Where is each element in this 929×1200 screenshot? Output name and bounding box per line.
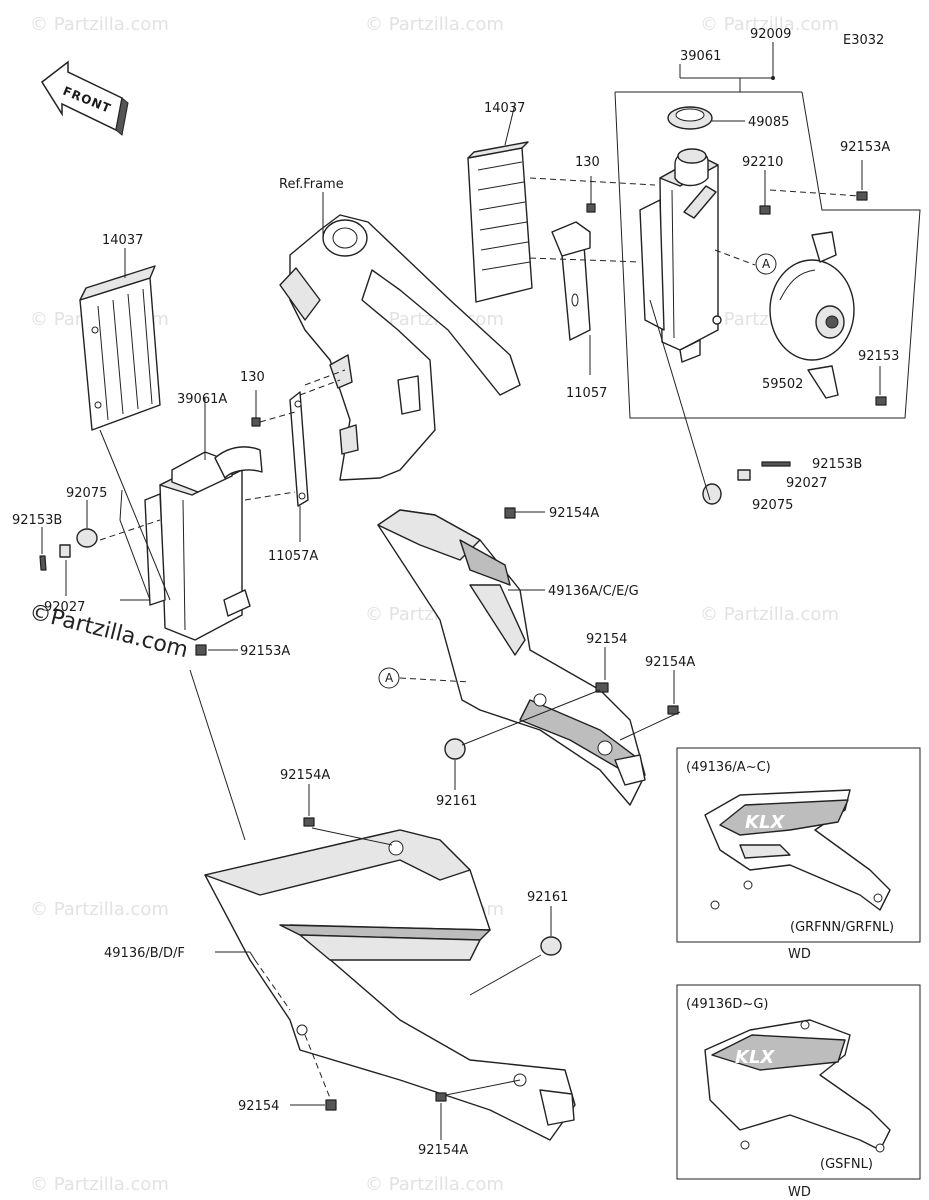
watermark: © Partzilla.com	[30, 1174, 169, 1195]
inset-2-logo: KLX	[735, 1047, 775, 1068]
callout-a-label: A	[762, 257, 771, 271]
part-label-92210: 92210	[742, 155, 783, 170]
collar-92027-left	[59, 544, 71, 558]
lower-shroud-hardware	[189, 669, 562, 1140]
part-label-130-left: 130	[240, 370, 265, 385]
part-label-92075-right: 92075	[752, 498, 793, 513]
front-arrow: FRONT	[41, 60, 129, 136]
part-labels: 39061 92009 49085 14037 130 92210 92153A…	[12, 27, 899, 1158]
bracket-11057A	[289, 391, 309, 507]
cooling-fan	[769, 259, 855, 361]
part-label-14037-right: 14037	[484, 101, 525, 116]
part-label-59502: 59502	[762, 377, 803, 392]
inset-1-title: (49136/A~C)	[686, 760, 771, 775]
right-radiator-group: A	[467, 42, 921, 505]
right-louver	[467, 147, 533, 303]
part-label-11057: 11057	[566, 386, 607, 401]
inset-1-variant: (GRFNN/GRFNL)	[790, 920, 894, 935]
part-label-92075-left: 92075	[66, 486, 107, 501]
bracket-line	[614, 91, 921, 419]
part-label-92154A-top: 92154A	[549, 506, 599, 521]
watermark: © Partzilla.com	[700, 604, 839, 625]
part-label-92027-left: 92027	[44, 600, 85, 615]
upper-shroud	[377, 509, 646, 806]
grommet-92075-left	[76, 528, 98, 548]
left-radiator-group	[39, 248, 341, 656]
part-label-92153B-right: 92153B	[812, 457, 862, 472]
part-label-92153A-right: 92153A	[840, 140, 890, 155]
part-label-92161-low: 92161	[527, 890, 568, 905]
part-label-14037-left: 14037	[102, 233, 143, 248]
watermark: © Partzilla.com	[30, 899, 169, 920]
part-label-92153A-left: 92153A	[240, 644, 290, 659]
part-label-92154A-mid: 92154A	[645, 655, 695, 670]
bolt-130-left	[251, 417, 261, 427]
callout-a-2	[378, 667, 400, 689]
watermark: © Partzilla.com	[365, 14, 504, 35]
inset-49136-a-c: (49136/A~C) KLX (GRFNN/GRFNL) WD	[676, 747, 921, 962]
part-label-92154A-low: 92154A	[280, 768, 330, 783]
inset-2-variant: (GSFNL)	[820, 1157, 873, 1172]
part-label-49136ACEG: 49136A/C/E/G	[548, 584, 639, 599]
part-label-92154-low: 92154	[238, 1099, 279, 1114]
part-label-92027-right: 92027	[786, 476, 827, 491]
part-label-130-right: 130	[575, 155, 600, 170]
part-label-39061A: 39061A	[177, 392, 227, 407]
part-label-92153B-left: 92153B	[12, 513, 62, 528]
bracket-11057	[561, 244, 591, 341]
part-label-39061: 39061	[680, 49, 721, 64]
part-label-49136BDF: 49136/B/D/F	[104, 946, 185, 961]
part-label-92153: 92153	[858, 349, 899, 364]
watermark: © Partzilla.com	[365, 1174, 504, 1195]
diagram-code: E3032	[843, 33, 884, 48]
grommet-92075	[702, 483, 722, 505]
bolt-92153B-left	[39, 555, 47, 571]
part-label-92009: 92009	[750, 27, 791, 42]
bolt-92153	[875, 396, 887, 406]
callout-a	[755, 253, 777, 275]
inset-1-logo: KLX	[745, 812, 785, 833]
bolt-92153B	[761, 461, 791, 467]
ref-frame-label: Ref.Frame	[279, 177, 344, 192]
inset-49136-d-g: (49136D~G) KLX (GSFNL) WD	[676, 984, 921, 1200]
nut-92210	[759, 205, 771, 215]
part-label-92154A-bot: 92154A	[418, 1143, 468, 1158]
inset-2-title: (49136D~G)	[686, 997, 768, 1012]
lower-shroud	[204, 829, 576, 1141]
watermark: © Partzilla.com	[30, 14, 169, 35]
part-label-11057A: 11057A	[268, 549, 318, 564]
watermark: © Partzilla.com	[700, 14, 839, 35]
frame-reference: Ref.Frame	[279, 177, 521, 481]
collar-92027	[737, 469, 751, 481]
part-label-92154: 92154	[586, 632, 627, 647]
callout-a-label: A	[385, 671, 394, 685]
upper-shroud-hardware: A	[378, 507, 681, 790]
part-label-49085: 49085	[748, 115, 789, 130]
inset-2-model: WD	[788, 1185, 811, 1200]
inset-1-model: WD	[788, 947, 811, 962]
part-label-92161-mid: 92161	[436, 794, 477, 809]
bolt-130	[586, 203, 596, 213]
bolt-92153A	[856, 191, 868, 201]
bolt-92153A-left	[195, 644, 207, 656]
